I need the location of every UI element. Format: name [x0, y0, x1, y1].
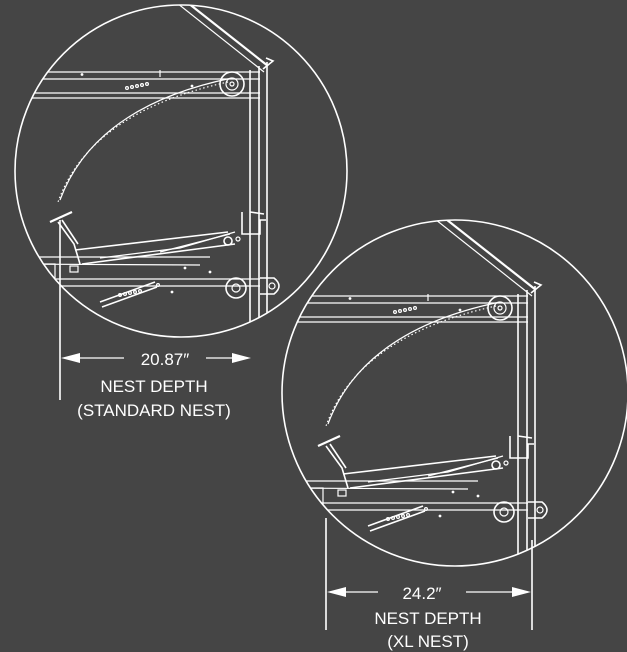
standard-nest-drawing: [14, 4, 348, 400]
xl-detail-circle: [281, 219, 627, 567]
standard-right-arrow: [232, 353, 251, 363]
standard-detail-circle: [14, 4, 348, 338]
standard-nest-type: (STANDARD NEST): [77, 401, 231, 420]
xl-nest-drawing: [281, 219, 627, 630]
standard-depth-value: 20.87″: [141, 350, 190, 369]
xl-left-arrow: [327, 587, 346, 597]
xl-depth-label: NEST DEPTH: [374, 609, 481, 628]
xl-depth-value: 24.2″: [402, 584, 441, 603]
standard-left-arrow: [61, 353, 80, 363]
xl-right-arrow: [512, 587, 531, 597]
standard-depth-label: NEST DEPTH: [100, 377, 207, 396]
xl-nest-type: (XL NEST): [387, 632, 469, 651]
